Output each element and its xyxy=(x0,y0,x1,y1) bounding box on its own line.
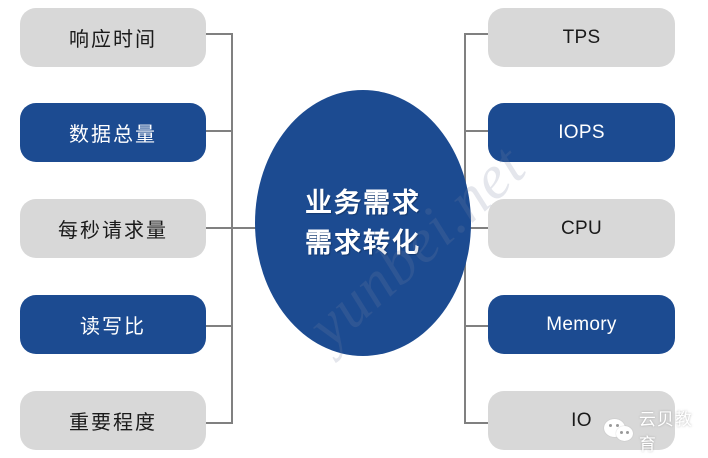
node-right-3-label: CPU xyxy=(560,217,602,239)
right-branch-line-1 xyxy=(464,33,490,35)
left-branch-line-3 xyxy=(205,227,233,229)
left-connector-stem xyxy=(231,227,271,229)
node-right-3[interactable]: CPU xyxy=(488,199,675,258)
right-branch-line-2 xyxy=(464,130,490,132)
node-left-1[interactable]: 响应时间 xyxy=(20,8,206,67)
left-branch-line-5 xyxy=(205,422,233,424)
node-left-4[interactable]: 读写比 xyxy=(20,295,206,354)
node-right-1-label: TPS xyxy=(562,26,601,48)
node-left-3-label: 每秒请求量 xyxy=(58,220,168,242)
left-branch-line-1 xyxy=(205,33,233,35)
node-right-5[interactable]: IO xyxy=(488,391,675,450)
node-right-2[interactable]: IOPS xyxy=(488,103,675,162)
node-left-2-label: 数据总量 xyxy=(69,124,157,146)
center-node-line-2: 需求转化 xyxy=(305,228,421,258)
node-right-1[interactable]: TPS xyxy=(488,8,675,67)
node-left-1-label: 响应时间 xyxy=(69,29,157,51)
node-left-4-label: 读写比 xyxy=(80,316,146,338)
right-branch-line-5 xyxy=(464,422,490,424)
node-right-2-label: IOPS xyxy=(558,121,605,143)
center-node-line-1: 业务需求 xyxy=(305,187,421,218)
right-branch-line-4 xyxy=(464,325,490,327)
center-node-ellipse[interactable]: 业务需求 需求转化 xyxy=(255,90,471,356)
node-right-4[interactable]: Memory xyxy=(488,295,675,354)
node-left-2[interactable]: 数据总量 xyxy=(20,103,206,162)
left-branch-line-4 xyxy=(205,325,233,327)
right-branch-line-3 xyxy=(464,227,490,229)
node-left-3[interactable]: 每秒请求量 xyxy=(20,199,206,258)
node-left-5[interactable]: 重要程度 xyxy=(20,391,206,450)
node-left-5-label: 重要程度 xyxy=(69,412,157,434)
node-right-5-label: IO xyxy=(571,409,592,431)
left-branch-line-2 xyxy=(205,130,233,132)
node-right-4-label: Memory xyxy=(546,313,617,335)
